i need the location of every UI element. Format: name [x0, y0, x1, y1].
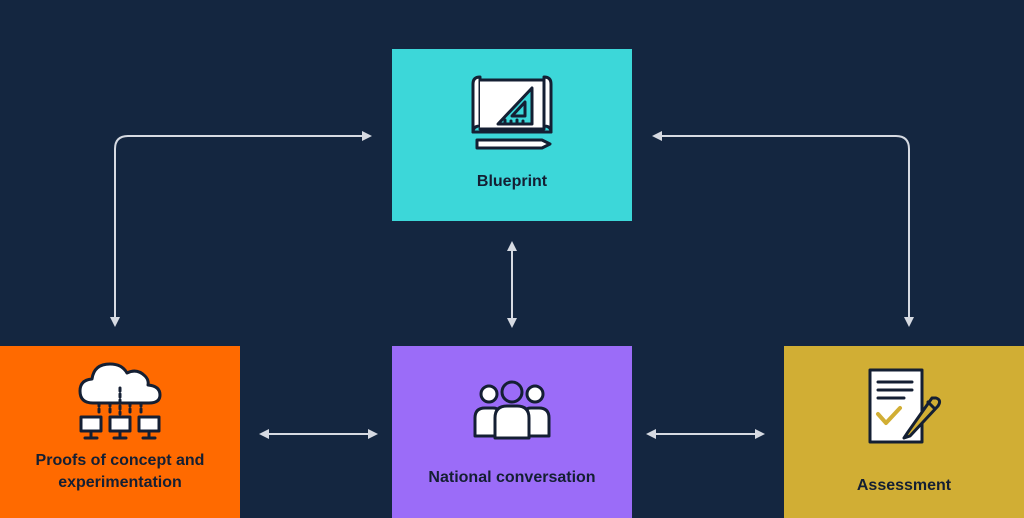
edge-blueprint-assessment — [652, 131, 914, 327]
node-label: National conversation — [428, 469, 596, 486]
node-label: Assessment — [856, 477, 952, 494]
node-label: Blueprint — [476, 173, 548, 190]
people-group-icon — [473, 380, 551, 440]
node-proofs-of-concept: Proofs of concept and experimentation — [0, 346, 240, 518]
node-assessment: Assessment — [784, 346, 1024, 518]
blueprint-icon — [471, 75, 553, 150]
checklist-pen-icon — [868, 368, 942, 444]
cloud-network-icon — [78, 362, 162, 440]
node-label-line: Proofs of concept and — [35, 452, 205, 469]
node-blueprint: Blueprint — [392, 49, 632, 221]
edge-blueprint-proofs — [110, 131, 372, 327]
node-label-line: experimentation — [58, 474, 182, 491]
node-national-conversation: National conversation — [392, 346, 632, 518]
node-label: Proofs of concept and experimentation — [36, 450, 205, 494]
